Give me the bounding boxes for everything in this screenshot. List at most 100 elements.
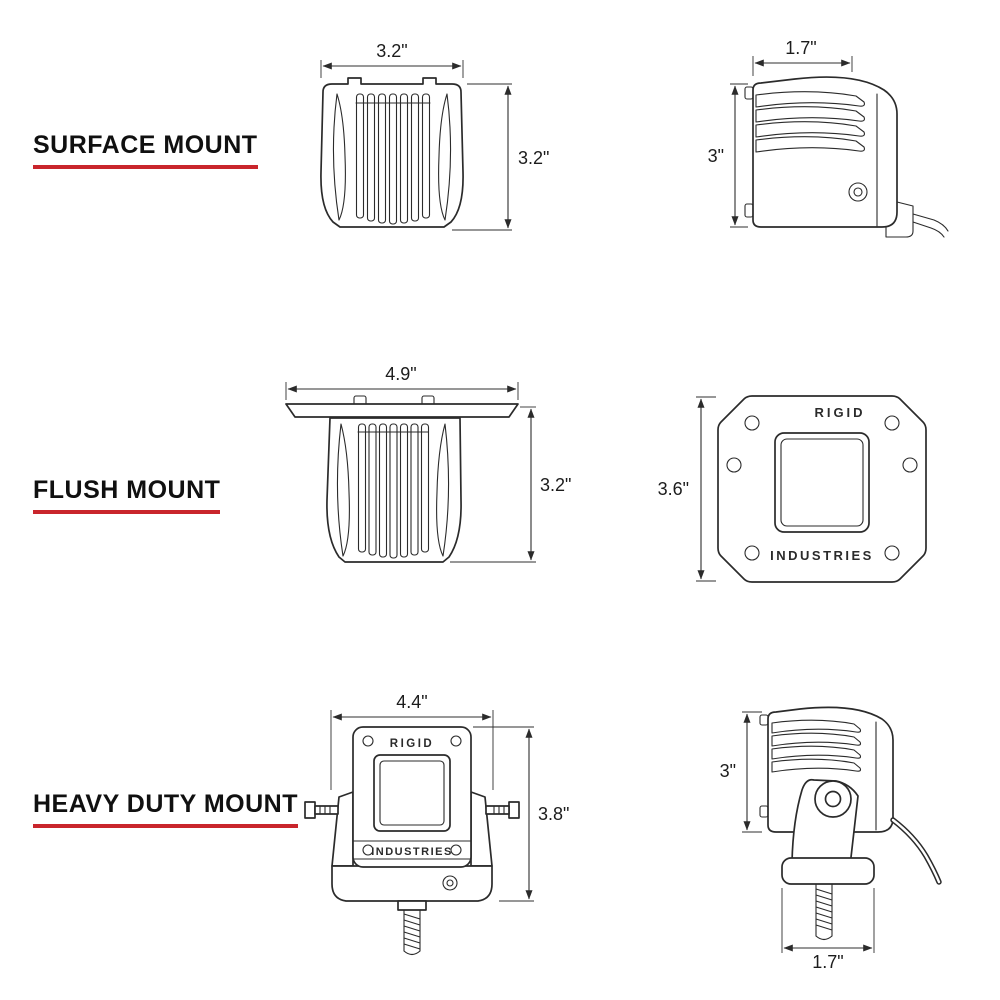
wire <box>912 221 945 238</box>
rib <box>771 758 862 773</box>
pivot-bolt-inner <box>824 790 842 808</box>
dim-surface-side-width: 1.7" <box>785 38 816 58</box>
lens-inner <box>780 438 864 527</box>
stud-collar <box>397 900 427 911</box>
bracket-base <box>781 857 875 885</box>
brand-subname-text: INDUSTRIES <box>770 548 874 563</box>
corner-screw <box>362 735 374 747</box>
mount-foot <box>885 201 914 238</box>
base-port <box>442 875 458 891</box>
brand-subname-text: INDUSTRIES <box>371 846 453 858</box>
threaded-stud <box>815 883 833 941</box>
dim-surface-side-height: 3" <box>708 146 724 166</box>
mount-tab <box>744 86 754 100</box>
mount-tab <box>744 203 754 218</box>
fin <box>357 423 367 553</box>
lens-outer <box>774 432 870 533</box>
screw-hole <box>884 545 900 561</box>
pod-outline <box>320 77 464 228</box>
bolt-shaft <box>485 805 510 815</box>
fin <box>410 423 419 556</box>
base-port-inner <box>446 879 454 887</box>
rib <box>771 745 862 760</box>
cooling-fins <box>355 93 431 225</box>
fin <box>368 423 377 556</box>
side-bolt-left <box>304 801 339 819</box>
bolt-shaft <box>314 805 339 815</box>
dim-heavy-side-width: 1.7" <box>812 952 843 972</box>
wire <box>890 817 942 885</box>
heavy-duty-side-view: 3" 1.7" <box>720 706 942 972</box>
side-shell-right <box>438 93 452 221</box>
screw-holes <box>726 415 918 561</box>
rib <box>771 719 862 734</box>
flush-mount-side-view: 4.9" 3.2" <box>285 364 571 563</box>
breather-port-inner <box>853 187 863 197</box>
dim-heavy-front-height: 3.8" <box>538 804 569 824</box>
side-shell-left <box>336 423 350 557</box>
dim-heavy-front-width: 4.4" <box>396 692 427 712</box>
bolt-head <box>508 801 520 819</box>
cooling-ribs <box>771 719 862 773</box>
row-label-heavy-duty-mount: HEAVY DUTY MOUNT <box>33 790 298 828</box>
dim-flush-side-height: 3.2" <box>540 475 571 495</box>
fin <box>355 93 365 219</box>
pod-body <box>352 726 472 868</box>
corner-screw <box>450 735 462 747</box>
fin <box>420 423 430 553</box>
rib <box>771 732 862 747</box>
dim-flush-front-height: 3.6" <box>658 479 689 499</box>
surface-mount-side-view: 1.7" 3" <box>708 38 949 238</box>
fin <box>421 93 431 219</box>
dim-flush-side-width: 4.9" <box>385 364 416 384</box>
mount-tab <box>759 714 769 726</box>
cooling-ribs <box>755 91 865 153</box>
corner-screw <box>450 844 462 856</box>
breather-port <box>848 182 868 202</box>
fin <box>388 93 398 225</box>
bracket-wing-left <box>331 791 354 867</box>
lens-inner <box>379 760 445 826</box>
bolt-head <box>304 801 316 819</box>
rib <box>755 136 865 153</box>
dim-surface-front-width: 3.2" <box>376 41 407 61</box>
fin <box>399 423 409 558</box>
rib <box>755 121 865 138</box>
side-shell-left <box>332 93 346 221</box>
brand-name-text: RIGID <box>814 405 865 420</box>
screw-hole <box>726 457 742 473</box>
screw-hole <box>884 415 900 431</box>
flush-flange <box>285 403 519 418</box>
bracket-base <box>331 865 493 902</box>
corner-screw <box>362 844 374 856</box>
rib <box>755 106 865 123</box>
pod-outline <box>326 417 462 563</box>
row-label-flush-mount: FLUSH MOUNT <box>33 476 221 514</box>
screw-hole <box>902 457 918 473</box>
cooling-fins <box>357 423 430 559</box>
lens-outer <box>373 754 451 832</box>
flush-plate-outline <box>717 395 927 583</box>
screw-hole <box>744 545 760 561</box>
fin <box>389 423 398 559</box>
rib <box>755 91 865 108</box>
wire <box>912 213 949 232</box>
fin <box>399 93 409 224</box>
screw-hole <box>744 415 760 431</box>
brand-name-text: RIGID <box>390 738 434 750</box>
mount-tab <box>759 805 769 818</box>
flush-mount-front-view: RIGID INDUSTRIES 3.6" <box>658 395 927 583</box>
row-label-surface-mount: SURFACE MOUNT <box>33 131 258 169</box>
threaded-stud <box>403 909 421 956</box>
fin <box>377 93 387 224</box>
pod-outline <box>752 76 898 228</box>
pod-outline <box>767 706 894 833</box>
side-bolt-right <box>485 801 520 819</box>
wire-highlight <box>891 818 941 884</box>
bracket-wing-right <box>470 791 493 867</box>
fin <box>366 93 376 222</box>
fin <box>410 93 420 222</box>
dim-surface-front-height: 3.2" <box>518 148 549 168</box>
